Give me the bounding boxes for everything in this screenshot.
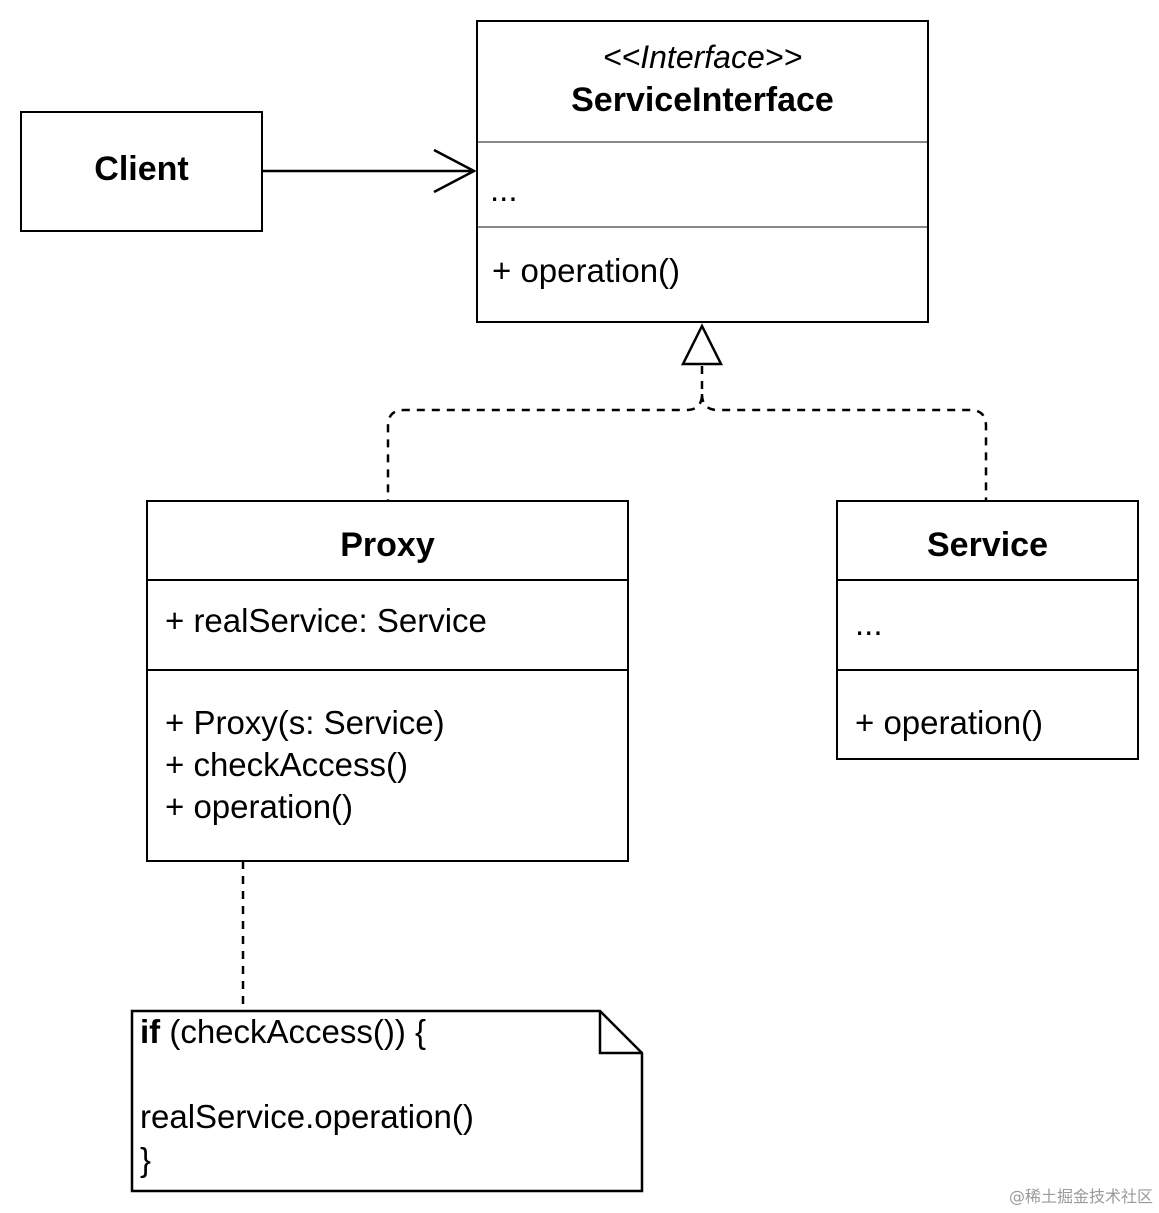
divider — [838, 669, 1137, 671]
service-interface-method: + operation() — [492, 252, 681, 289]
service-method: + operation() — [855, 704, 1044, 741]
divider — [148, 669, 627, 671]
proxy-class-name: Proxy — [340, 526, 435, 564]
note-line-3: } — [140, 1141, 152, 1178]
interface-stereotype: <<Interface>> — [602, 39, 803, 75]
association-arrow — [262, 148, 477, 194]
service-fields: ... — [855, 605, 883, 642]
note-keyword: if — [140, 1013, 161, 1050]
divider — [478, 141, 927, 143]
service-interface-class: <<Interface>> ServiceInterface ... + ope… — [476, 20, 929, 323]
realization-lines — [386, 366, 988, 500]
divider — [148, 579, 627, 581]
note-condition: (checkAccess()) { — [160, 1013, 427, 1050]
watermark: @稀土掘金技术社区 — [1008, 1187, 1153, 1206]
client-class: Client — [20, 111, 263, 232]
divider — [838, 579, 1137, 581]
note-shape — [130, 1009, 644, 1193]
divider — [478, 226, 927, 228]
proxy-field: + realService: Service — [165, 602, 487, 639]
note-line-1: if (checkAccess()) { — [140, 1011, 426, 1053]
proxy-class: Proxy + realService: Service + Proxy(s: … — [146, 500, 629, 862]
service-class-name: Service — [927, 526, 1048, 564]
proxy-method: + Proxy(s: Service) — [165, 704, 445, 741]
service-interface-name: ServiceInterface — [571, 81, 834, 119]
note-line-2: realService.operation() — [140, 1098, 474, 1135]
service-class: Service ... + operation() — [836, 500, 1139, 760]
service-interface-fields: ... — [490, 171, 518, 208]
proxy-method: + checkAccess() — [165, 746, 408, 783]
client-class-name: Client — [94, 150, 189, 188]
realization-arrowhead — [680, 323, 724, 366]
proxy-method: + operation() — [165, 788, 354, 825]
